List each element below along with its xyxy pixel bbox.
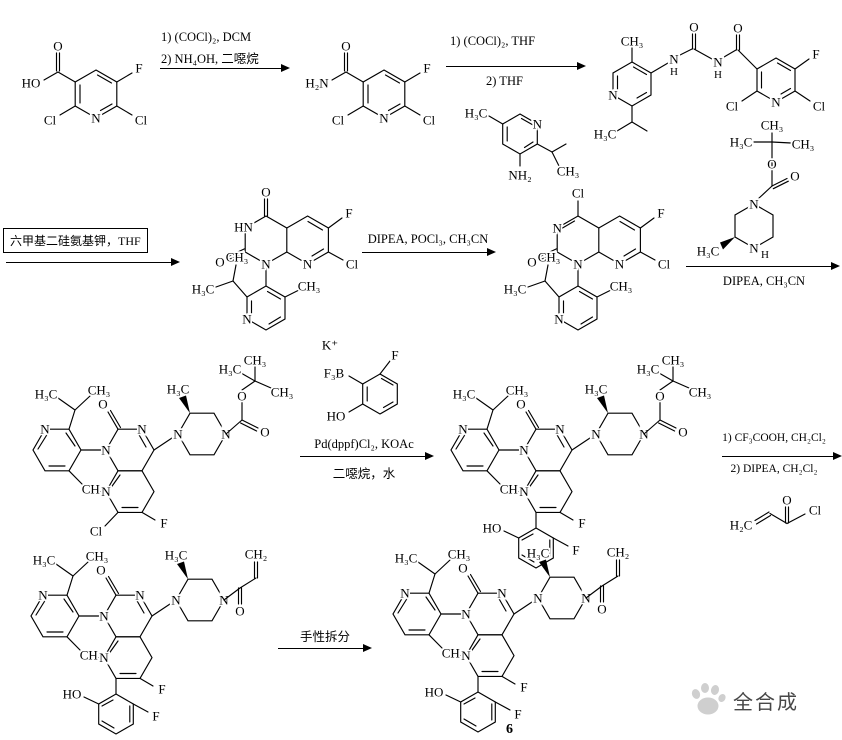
- watermark-text: 全合成: [733, 691, 799, 714]
- conditions-step1-line1: 1) (COCl)₂, DCM: [161, 30, 252, 44]
- watermark: 全合成: [688, 682, 799, 718]
- atom-label: H₂C: [730, 518, 753, 533]
- atom-label: N: [749, 241, 759, 256]
- atom-label: K⁺: [322, 338, 338, 353]
- bonds: [612, 33, 811, 132]
- reaction-arrow-4: [362, 248, 496, 257]
- structure-nicotinamide: N Cl Cl F O H₂N: [304, 37, 438, 130]
- atom-label: N: [533, 117, 543, 132]
- atom-label: H₂N: [305, 76, 329, 91]
- bonds: [720, 132, 792, 250]
- conditions-step5: DIPEA, CH₃CN: [722, 274, 806, 288]
- conditions-step6-line2: 二噁烷，水: [332, 467, 396, 481]
- atom-label: N: [713, 55, 723, 70]
- reaction-arrow-5: [686, 262, 840, 271]
- atom-label: N: [608, 88, 618, 103]
- atom-label: H: [714, 69, 722, 81]
- atom-label: CH₃: [621, 34, 644, 49]
- atom-label: N: [771, 95, 781, 110]
- bonds: [331, 52, 421, 119]
- compound-number-label: 6: [506, 722, 513, 737]
- atom-label: F: [135, 61, 142, 76]
- conditions-step8: 手性拆分: [299, 630, 350, 644]
- atom-label: F: [423, 61, 430, 76]
- conditions-step7-line2: 2) DIPEA, CH₂Cl₂: [730, 463, 818, 475]
- atom-label: O: [261, 185, 270, 200]
- structure-pyridopyrimidinedione: O HN: [189, 183, 361, 332]
- bonds: [754, 506, 806, 525]
- atom-label: Cl: [726, 99, 739, 114]
- conditions-step4: DIPEA, POCl₃, CH₃CN: [367, 232, 489, 246]
- reaction-arrow-7: [722, 452, 842, 461]
- conditions-step3-box: 六甲基二硅氨基钾，THF: [3, 228, 148, 253]
- structure-dichloro-fluoro-nicotinic-acid: N Cl Cl F O HO: [20, 37, 149, 130]
- atom-label: H₃C: [730, 135, 753, 150]
- structure-acryloyl-chloride-reagent: H₂C O Cl: [728, 491, 823, 535]
- atom-label: CH₃: [557, 164, 580, 179]
- atom-label: H₃C: [465, 106, 488, 121]
- structure-4-chloro-pyridopyrimidinone: Cl N: [501, 184, 673, 332]
- atom-label: O: [782, 493, 791, 508]
- structure-boc-methylpiperazine-reagent: CH₃ H₃C CH₃ O O N N H H₃C: [695, 116, 816, 263]
- atom-label: Cl: [44, 113, 57, 128]
- bonds: [561, 200, 579, 229]
- structure-acrylamide-intermediate: [29, 544, 270, 736]
- atom-label: N: [91, 111, 101, 126]
- atom-label: Cl: [423, 113, 436, 128]
- atom-label: F: [812, 47, 819, 62]
- bonds: [348, 360, 398, 415]
- atom-label: N: [553, 221, 563, 236]
- conditions-step7-line1: 1) CF₃COOH, CH₂Cl₂: [722, 432, 826, 444]
- paw-icon: [691, 683, 726, 715]
- reaction-arrow-6: [300, 452, 434, 461]
- atom-label: O: [767, 157, 776, 172]
- atom-label: H₃C: [697, 244, 720, 259]
- conditions-step6-line1: Pd(dppf)Cl₂, KOAc: [314, 437, 414, 451]
- conditions-step1-line2: 2) NH₄OH, 二噁烷: [161, 52, 259, 66]
- structure-final-compound-6: [391, 542, 632, 734]
- atom-label: NH₂: [508, 168, 531, 183]
- conditions-step2-line1: 1) (COCl)₂, THF: [450, 34, 536, 48]
- atom-label: N: [379, 111, 389, 126]
- atom-label: F₃B: [324, 366, 345, 381]
- atom-label: Cl: [332, 113, 345, 128]
- atom-label: O: [689, 20, 698, 35]
- bonds: [263, 198, 269, 217]
- atom-label: CH₃: [792, 137, 815, 152]
- atom-label: O: [790, 169, 799, 184]
- atom-label: Cl: [135, 113, 148, 128]
- atom-label: H: [761, 249, 769, 261]
- atom-label: Cl: [809, 503, 822, 518]
- conditions-step2-line2: 2) THF: [486, 74, 523, 88]
- reaction-arrow-8: [278, 644, 372, 653]
- atom-label: H₃C: [594, 127, 617, 142]
- atom-label: O: [733, 21, 742, 36]
- atom-label: Cl: [572, 186, 585, 201]
- atom-label: CH₃: [761, 118, 784, 133]
- reaction-arrow-1: [160, 64, 290, 73]
- atom-label: H: [670, 66, 678, 78]
- atom-label: O: [53, 39, 62, 54]
- structure-potassium-trifluoroborate-reagent: K⁺ F₃B F HO: [320, 336, 400, 426]
- atom-label: N: [749, 197, 759, 212]
- reaction-arrow-3: [6, 258, 180, 267]
- atom-label: N: [669, 52, 679, 67]
- atom-label: O: [341, 39, 350, 54]
- bonds: [488, 113, 567, 167]
- atom-label: HN: [234, 220, 253, 235]
- structure-aminopyridine-reagent: N H₃C NH₂ CH₃: [463, 104, 581, 185]
- atom-label: HO: [22, 76, 41, 91]
- atom-label: Cl: [813, 99, 826, 114]
- structure-acyl-urea: CH₃ N H₃C N H O N H O F Cl N Cl: [592, 18, 827, 144]
- reaction-arrow-2: [446, 62, 586, 71]
- bonds: [43, 52, 133, 119]
- atom-label: HO: [327, 409, 346, 424]
- atom-label: F: [391, 348, 398, 363]
